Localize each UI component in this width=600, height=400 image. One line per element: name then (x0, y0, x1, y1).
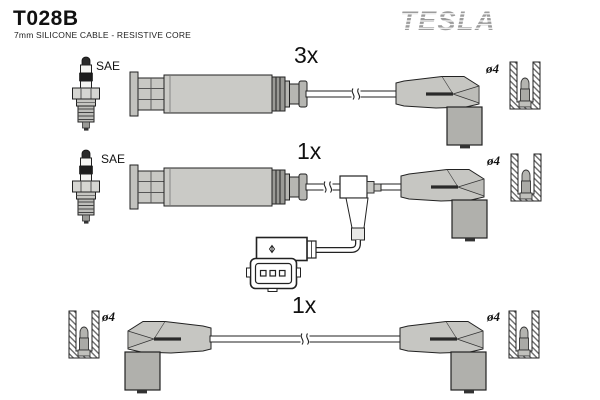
terminal-socket-icon (509, 61, 541, 110)
terminal-socket-icon (510, 153, 542, 202)
plug-boot-icon (395, 75, 483, 149)
cable-break-icon (299, 332, 311, 346)
tesla-logo: TESLA (400, 6, 496, 36)
row2-diameter-label: ø4 (486, 153, 501, 168)
terminal-socket-icon (68, 310, 100, 359)
row1-sae-label: SAE (96, 59, 120, 73)
cable-break-icon (350, 87, 362, 101)
cable-wire (380, 183, 403, 191)
row3-left-diameter-label: ø4 (101, 309, 116, 324)
row3-quantity-label: 1x (292, 292, 317, 318)
row3-right-diameter-label: ø4 (486, 309, 501, 324)
cable-row-2: 1x SAE ø4 (72, 138, 542, 292)
cable-wire (305, 90, 397, 98)
row2-quantity-label: 1x (297, 138, 322, 164)
terminal-socket-icon (508, 310, 540, 359)
coil-boot-icon (129, 71, 308, 117)
cable-row-1: 3x SAE ø4 (72, 42, 541, 149)
plug-boot-icon (124, 320, 212, 394)
row1-quantity-label: 3x (294, 42, 319, 68)
cable-row-3: 1x ø4 ø4 (68, 292, 540, 394)
junction-body (339, 175, 382, 241)
cable-break-icon (322, 180, 334, 194)
cable-spec-subtitle: 7mm SILICONE CABLE - RESISTIVE CORE (14, 30, 192, 40)
coil-boot-icon (129, 164, 308, 210)
sensor-branch (246, 236, 361, 292)
row2-sae-label: SAE (101, 152, 125, 166)
plug-boot-icon (399, 320, 487, 394)
alignment-diamond-icon (268, 244, 276, 254)
spark-plug-icon (72, 149, 100, 225)
plug-boot-icon (400, 168, 488, 242)
part-number: T028B (13, 7, 79, 30)
three-pin-connector-icon (246, 257, 301, 292)
row1-diameter-label: ø4 (485, 61, 500, 76)
sensor-body (255, 236, 308, 262)
